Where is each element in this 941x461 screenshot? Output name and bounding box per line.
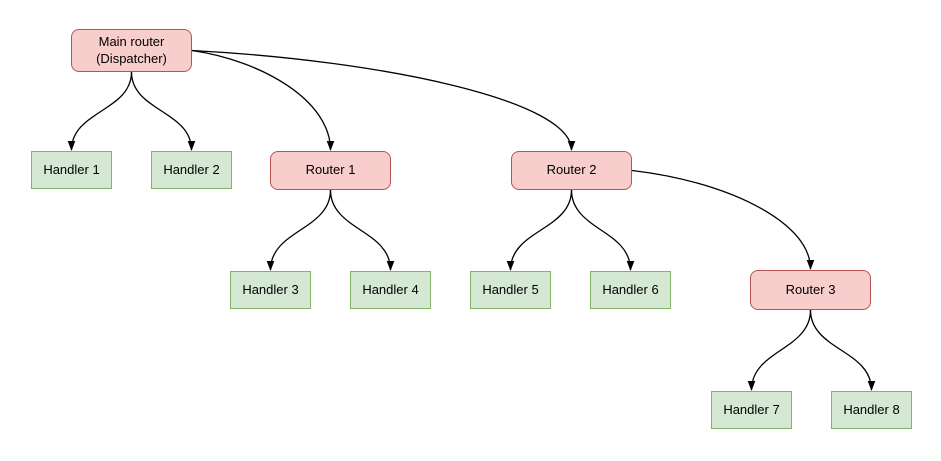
node-label: Handler 2 — [163, 161, 220, 177]
node-main[interactable]: Main router (Dispatcher) — [71, 29, 192, 72]
node-handler7[interactable]: Handler 7 — [711, 391, 792, 429]
edge-router3-to-handler7 — [747, 309, 812, 391]
node-label: Handler 3 — [242, 281, 299, 297]
node-handler2[interactable]: Handler 2 — [151, 151, 232, 189]
edge-router3-to-handler8 — [809, 309, 876, 391]
node-handler5[interactable]: Handler 5 — [470, 271, 551, 309]
node-label: Router 2 — [546, 162, 597, 178]
edge-router2-to-handler6 — [570, 189, 635, 271]
node-handler6[interactable]: Handler 6 — [590, 271, 671, 309]
node-label: Handler 6 — [602, 281, 659, 297]
edge-router2-to-router3 — [631, 169, 815, 270]
node-label: Handler 4 — [362, 281, 419, 297]
node-handler3[interactable]: Handler 3 — [230, 271, 311, 309]
node-handler1[interactable]: Handler 1 — [31, 151, 112, 189]
edge-main-to-router2 — [191, 49, 576, 151]
node-router3[interactable]: Router 3 — [750, 270, 871, 310]
node-router2[interactable]: Router 2 — [511, 151, 632, 190]
node-router1[interactable]: Router 1 — [270, 151, 391, 190]
node-handler8[interactable]: Handler 8 — [831, 391, 912, 429]
node-label: Router 3 — [785, 281, 836, 297]
edge-router2-to-handler5 — [506, 189, 573, 271]
node-label: Handler 7 — [723, 401, 780, 417]
node-label: Main router (Dispatcher) — [96, 34, 167, 66]
edges-group — [67, 49, 876, 391]
edge-main-to-handler2 — [130, 71, 196, 151]
node-label: Handler 8 — [843, 401, 900, 417]
edge-main-to-router1 — [191, 49, 335, 151]
node-label: Handler 1 — [43, 161, 100, 177]
node-label: Handler 5 — [482, 281, 539, 297]
node-label: Router 1 — [305, 162, 356, 178]
edge-router1-to-handler4 — [329, 189, 395, 271]
edge-router1-to-handler3 — [266, 189, 332, 271]
node-handler4[interactable]: Handler 4 — [350, 271, 431, 309]
edge-main-to-handler1 — [67, 71, 133, 151]
